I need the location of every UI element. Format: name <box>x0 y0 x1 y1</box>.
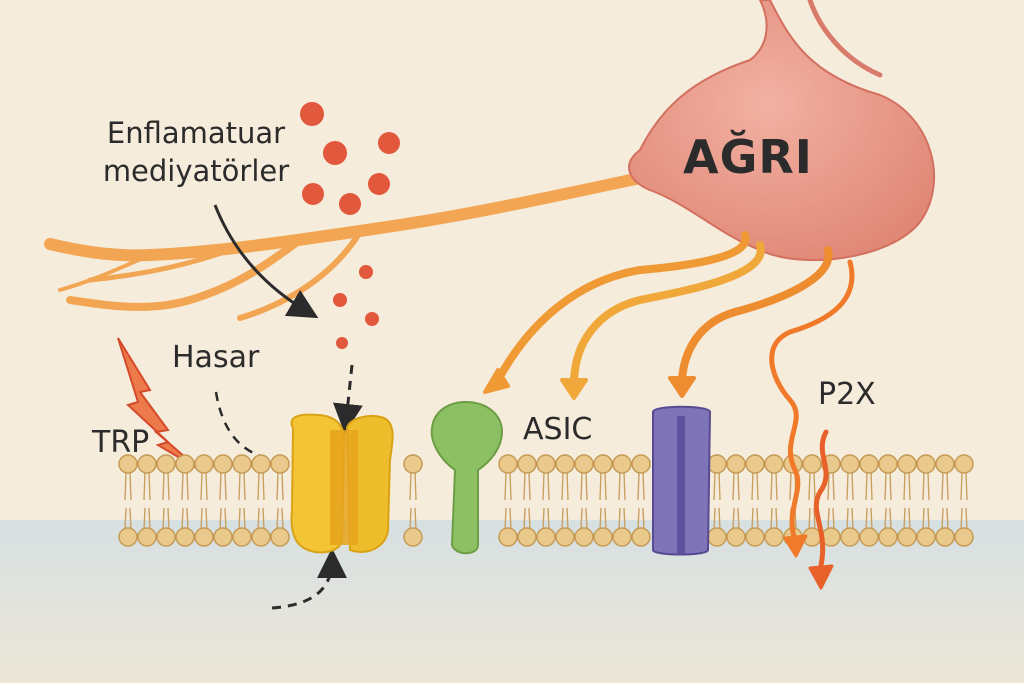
trp-channel <box>290 413 394 554</box>
inflammatory-mediators-label: Enflamatuar mediyatörler <box>102 116 290 188</box>
asic-channel <box>430 400 504 555</box>
trp-label: TRP <box>92 425 150 460</box>
asic-label: ASIC <box>523 412 593 447</box>
cytoplasm <box>0 520 1024 683</box>
pain-label: AĞRI <box>683 130 813 184</box>
nerve-fiber <box>44 172 646 321</box>
mediator-to-trp-arrow <box>332 364 363 434</box>
p2x-channel <box>652 405 712 556</box>
pain-arrows <box>483 231 855 590</box>
damage-dashed-line <box>214 391 269 460</box>
p2x-label: P2X <box>818 377 876 412</box>
mediator-pointer-arrow <box>213 204 319 319</box>
damage-label: Hasar <box>172 340 260 375</box>
lipid-bilayer <box>118 454 974 547</box>
mediator-dots <box>300 102 400 349</box>
